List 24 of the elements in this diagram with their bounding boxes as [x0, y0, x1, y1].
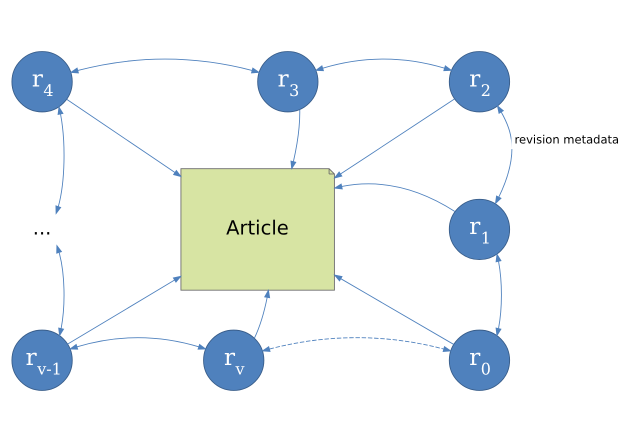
arrow [496, 252, 502, 336]
arrow [333, 98, 455, 178]
node-circle: r$_{3}$ [257, 50, 318, 112]
node-circle: r$_{0}$ [448, 329, 510, 390]
arrow [494, 104, 512, 204]
arrow [55, 105, 64, 214]
edge-label: revision metadata [514, 132, 620, 146]
arrow [56, 244, 64, 336]
arrow [314, 58, 453, 71]
node-circle: r$_{4}$ [11, 50, 73, 112]
arrow [68, 336, 207, 350]
arrow [70, 58, 260, 73]
arrow [333, 274, 454, 344]
arrow [261, 336, 452, 352]
arrow [66, 98, 182, 177]
node-circle: r$_{2}$ [448, 50, 510, 112]
arrow [290, 108, 300, 170]
node-circle: r$_{v-1}$ [11, 329, 73, 390]
arrow [333, 182, 456, 212]
node-circle: r$_{v}$ [203, 329, 264, 390]
node-circle: r$_{1}$ [448, 198, 510, 260]
node-text: ... [32, 216, 52, 239]
arrow [254, 288, 270, 338]
arrow [67, 275, 182, 344]
